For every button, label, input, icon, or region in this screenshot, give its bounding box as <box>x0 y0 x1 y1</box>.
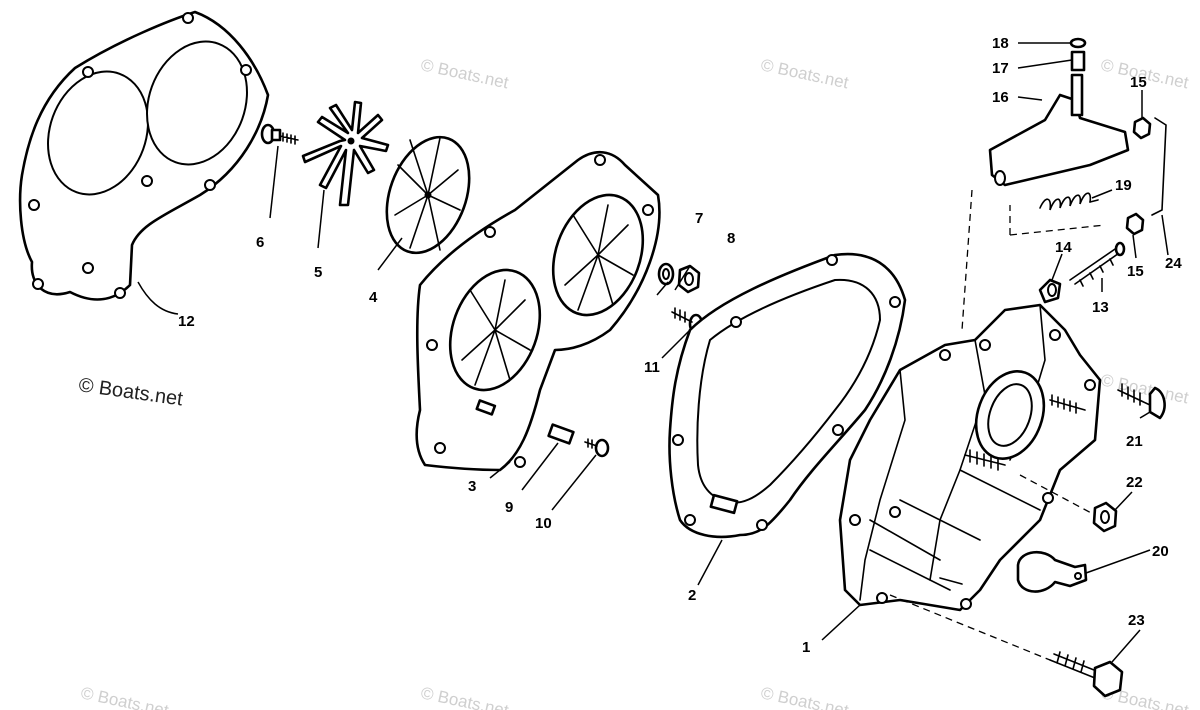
callout-15-top: 15 <box>1130 74 1147 91</box>
bushing-14 <box>1038 278 1062 304</box>
callout-7: 7 <box>695 210 703 227</box>
callout-1: 1 <box>802 639 810 656</box>
screw-10 <box>584 438 610 458</box>
callout-14: 14 <box>1055 239 1072 256</box>
callout-24: 24 <box>1165 255 1182 272</box>
callout-17: 17 <box>992 60 1009 77</box>
watermark: © Boats.net <box>419 55 510 92</box>
spring-19 <box>1039 192 1099 211</box>
callout-9: 9 <box>505 499 513 516</box>
callout-6: 6 <box>256 234 264 251</box>
callout-22: 22 <box>1126 474 1143 491</box>
pump-body-1 <box>838 303 1102 612</box>
screw-21 <box>1117 383 1166 420</box>
washer-7 <box>657 262 675 286</box>
watermark: © Boats.net <box>759 683 850 710</box>
valve-5 <box>301 100 390 207</box>
screw-6 <box>260 123 299 145</box>
callout-12: 12 <box>178 313 195 330</box>
clamp-20 <box>1016 551 1088 593</box>
watermark: © Boats.net <box>419 683 510 710</box>
nut-15-bottom <box>1125 212 1145 236</box>
callout-2: 2 <box>688 587 696 604</box>
assembly-lines <box>889 189 1106 661</box>
small-pin <box>475 399 497 416</box>
rod-24 <box>1151 117 1167 216</box>
callout-19: 19 <box>1115 177 1132 194</box>
pin-17 <box>1070 50 1086 72</box>
callout-18: 18 <box>992 35 1009 52</box>
callout-3: 3 <box>468 478 476 495</box>
valve-disc-4 <box>385 135 471 255</box>
callout-15-bottom: 15 <box>1127 263 1144 280</box>
callout-13: 13 <box>1092 299 1109 316</box>
callout-21: 21 <box>1126 433 1143 450</box>
callout-5: 5 <box>314 264 322 281</box>
stud-13 <box>1069 241 1126 287</box>
gasket-12 <box>18 10 270 301</box>
gasket-2 <box>668 252 907 539</box>
callout-23: 23 <box>1128 612 1145 629</box>
callout-4: 4 <box>369 289 378 306</box>
callouts: 1 2 3 4 5 6 7 8 9 10 11 12 13 14 15 15 1… <box>178 35 1182 656</box>
callout-10: 10 <box>535 515 552 532</box>
valve-plate-3 <box>415 151 661 472</box>
nut-22 <box>1092 501 1118 533</box>
callout-8: 8 <box>727 230 735 247</box>
nut-15-top <box>1132 116 1152 140</box>
clip-18 <box>1069 37 1087 49</box>
callout-11: 11 <box>644 359 660 376</box>
callout-16: 16 <box>992 89 1009 106</box>
bolt-23 <box>1049 651 1124 698</box>
callout-20: 20 <box>1152 543 1169 560</box>
watermark: © Boats.net <box>759 55 850 92</box>
copyright-label: © Boats.net <box>77 374 184 410</box>
callout-leaders <box>137 42 1169 663</box>
lever-16 <box>988 73 1130 187</box>
pin-9 <box>547 423 575 445</box>
watermark: © Boats.net <box>79 683 170 710</box>
